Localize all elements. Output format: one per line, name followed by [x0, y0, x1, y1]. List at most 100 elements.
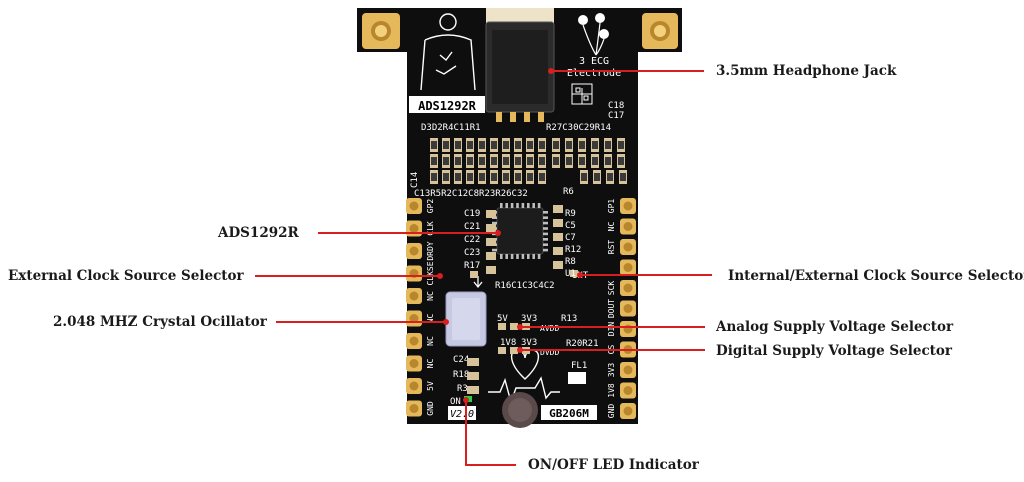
silk-ref-mid: C13R5R2C12C8R23R26C32: [414, 189, 528, 199]
mounting-hole-right: [642, 13, 678, 49]
smd-part: [565, 154, 573, 168]
board-label-box: [541, 405, 597, 420]
jumper-pad: [570, 270, 578, 277]
header-pin-label: NC: [426, 336, 435, 346]
smd-part: [578, 154, 586, 168]
smd-part: [619, 170, 627, 184]
qr-icon: [571, 83, 593, 105]
crystal-oscillator: [445, 291, 487, 347]
smd-part: [486, 238, 496, 246]
label-ads1292r: ADS1292R: [218, 225, 299, 241]
smd-part: [604, 154, 612, 168]
header-pin-label: GP2: [426, 199, 435, 214]
smd-part: [486, 224, 496, 232]
header-pin: GP2: [406, 198, 435, 214]
header-pin: [620, 259, 636, 276]
jumper-pad: [510, 347, 518, 354]
silk-fl1: FL1: [571, 361, 587, 371]
header-pin-label: GND: [607, 404, 616, 419]
header-pin: SCK: [607, 280, 636, 296]
header-pin: RST: [607, 239, 636, 255]
smd-part: [606, 170, 614, 184]
label-headphone-jack: 3.5mm Headphone Jack: [716, 63, 897, 79]
silk-1v8: 1V8: [500, 338, 516, 348]
version-silk-label: V2.0: [450, 409, 474, 420]
smd-part: [526, 154, 534, 168]
header-pin-label: 1V8: [607, 383, 616, 398]
jumper-pad: [470, 271, 478, 278]
silk-right-part: R12: [565, 245, 581, 255]
header-pin-label: GP1: [607, 199, 616, 214]
smd-part: [514, 138, 522, 152]
smd-part: [565, 138, 573, 152]
silk-left-cap: C22: [464, 235, 480, 245]
header-pin-label: NC: [426, 314, 435, 324]
ferrite-bead: [568, 372, 586, 384]
smd-part: [538, 170, 546, 184]
silk-right-part: C5: [565, 221, 576, 231]
silk-3v3a: 3V3: [521, 314, 537, 324]
silk-dvdd: DVDD: [540, 348, 559, 357]
smd-part: [553, 233, 563, 241]
chip-label-box: [409, 96, 485, 113]
smd-part: [578, 138, 586, 152]
header-pin-label: NC: [426, 359, 435, 369]
header-pin: GND: [406, 400, 435, 417]
smd-part: [478, 170, 486, 184]
silk-ref-top2: R27C30C29R14: [546, 123, 611, 133]
header-pin-label: DOUT: [607, 299, 616, 318]
smd-part: [604, 138, 612, 152]
electrode-silk-label: 3 ECG: [579, 56, 609, 67]
board-silk-label: GB206M: [549, 407, 589, 420]
header-pin: DRDY: [406, 241, 435, 261]
smd-part: [591, 154, 599, 168]
label-analog-supply: Analog Supply Voltage Selector: [716, 319, 954, 335]
electrode-icon: [578, 13, 609, 56]
header-pin-label: SCK: [607, 281, 616, 296]
silk-left-cap: C19: [464, 209, 480, 219]
smd-part: [466, 170, 474, 184]
smd-part: [552, 138, 560, 152]
silk-r13: R13: [561, 314, 577, 324]
header-pin-label: NC: [426, 291, 435, 301]
smd-part: [553, 219, 563, 227]
header-pin-label: NC: [607, 222, 616, 232]
ads1292r-chip: [492, 203, 548, 259]
smd-part: [430, 138, 438, 152]
jumper-pad: [510, 323, 518, 330]
silk-left-cap: R17: [464, 261, 480, 271]
silk-c24: C24: [453, 355, 469, 365]
silk-left-cap: C21: [464, 222, 480, 232]
smd-part: [467, 358, 479, 366]
header-pin: NC: [406, 355, 435, 372]
label-digital-supply: Digital Supply Voltage Selector: [716, 343, 953, 359]
label-crystal: 2.048 MHZ Crystal Ocillator: [53, 314, 267, 330]
smd-part: [478, 138, 486, 152]
jumper-pad: [498, 347, 506, 354]
smd-part: [553, 247, 563, 255]
leader-led: [465, 400, 516, 466]
smd-part: [454, 170, 462, 184]
smd-part: [442, 170, 450, 184]
silk-c17: C17: [608, 111, 624, 121]
smd-part: [430, 170, 438, 184]
header-pin: NC: [406, 333, 435, 349]
silk-on: ON: [450, 397, 461, 407]
header-pin-label: DRDY: [426, 241, 435, 260]
header-pin: GP1: [607, 198, 636, 214]
smd-part: [490, 138, 498, 152]
silk-r18: R18: [453, 370, 469, 380]
smd-part: [486, 252, 496, 260]
label-ext-clock: External Clock Source Selector: [8, 268, 244, 284]
mounting-hole-left: [362, 13, 400, 49]
smd-part: [486, 210, 496, 218]
silk-right-part: C7: [565, 233, 576, 243]
smd-part: [591, 138, 599, 152]
smd-part: [467, 372, 479, 380]
smd-part: [526, 170, 534, 184]
